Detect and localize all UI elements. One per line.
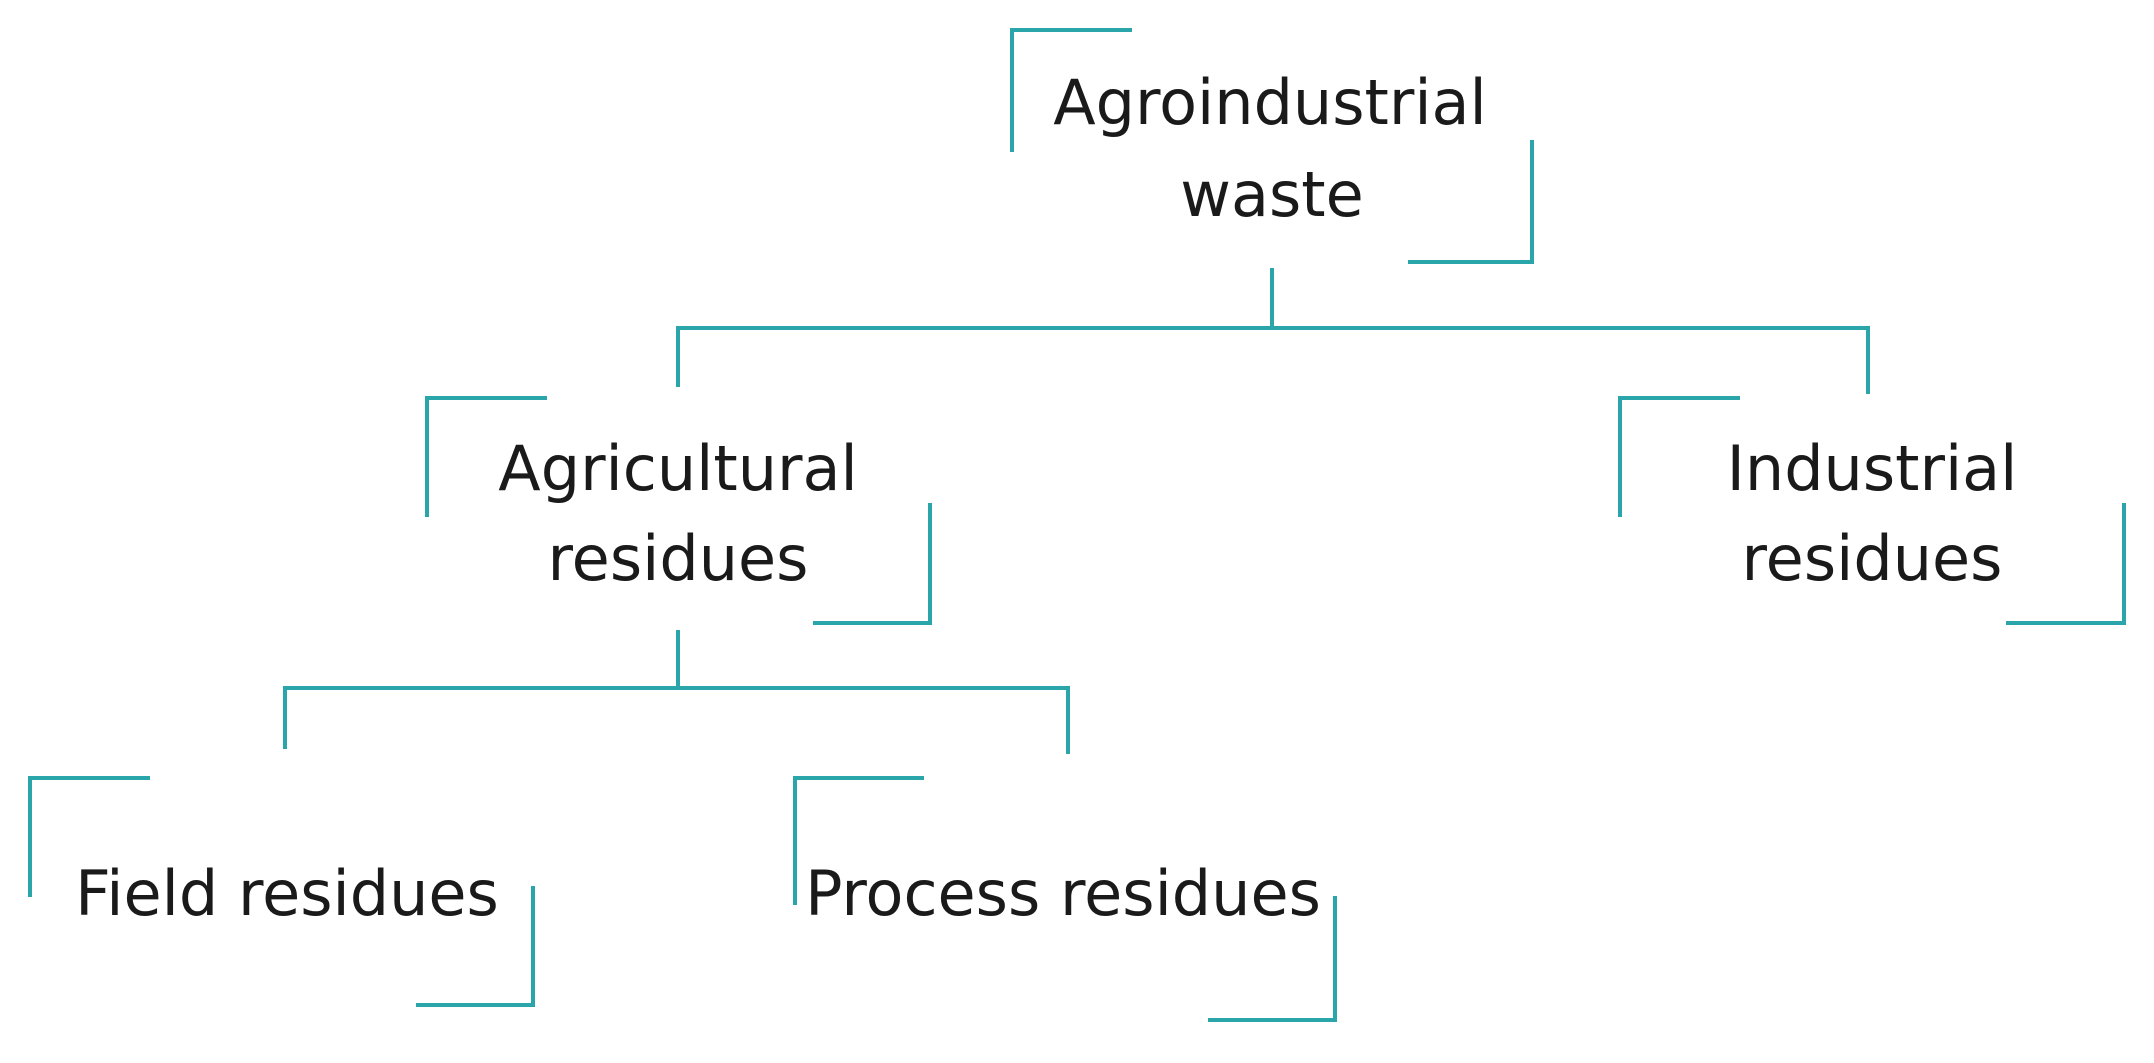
connector-root-children	[676, 268, 1870, 394]
node-title-line2: waste	[1180, 158, 1363, 231]
bracket-top-left	[1618, 396, 1740, 517]
node-process-residues: Process residues	[793, 776, 1337, 1022]
bracket-bottom-right	[2006, 503, 2126, 625]
node-title-line1: Agricultural	[498, 432, 857, 505]
node-agricultural-residues: Agricultural residues	[425, 396, 932, 625]
bracket-bottom-right	[1208, 896, 1337, 1022]
connector-agricultural-children	[283, 630, 1070, 754]
bracket-top-left	[28, 776, 150, 897]
bracket-bottom-right	[813, 503, 932, 625]
bracket-top-left	[1010, 28, 1132, 152]
node-label: Process residues	[805, 857, 1321, 930]
node-industrial-residues: Industrial residues	[1618, 396, 2126, 625]
node-title-line2: residues	[1742, 522, 2003, 595]
node-title-line1: Industrial	[1727, 432, 2018, 505]
node-label: Field residues	[75, 857, 499, 930]
bracket-bottom-right	[416, 886, 535, 1007]
node-title-line2: residues	[548, 522, 809, 595]
bracket-bottom-right	[1408, 140, 1534, 264]
node-title-line1: Agroindustrial	[1053, 66, 1487, 139]
bracket-top-left	[425, 396, 547, 517]
node-field-residues: Field residues	[28, 776, 535, 1007]
bracket-top-left	[793, 776, 924, 905]
node-agroindustrial-waste: Agroindustrial waste	[1010, 28, 1534, 264]
